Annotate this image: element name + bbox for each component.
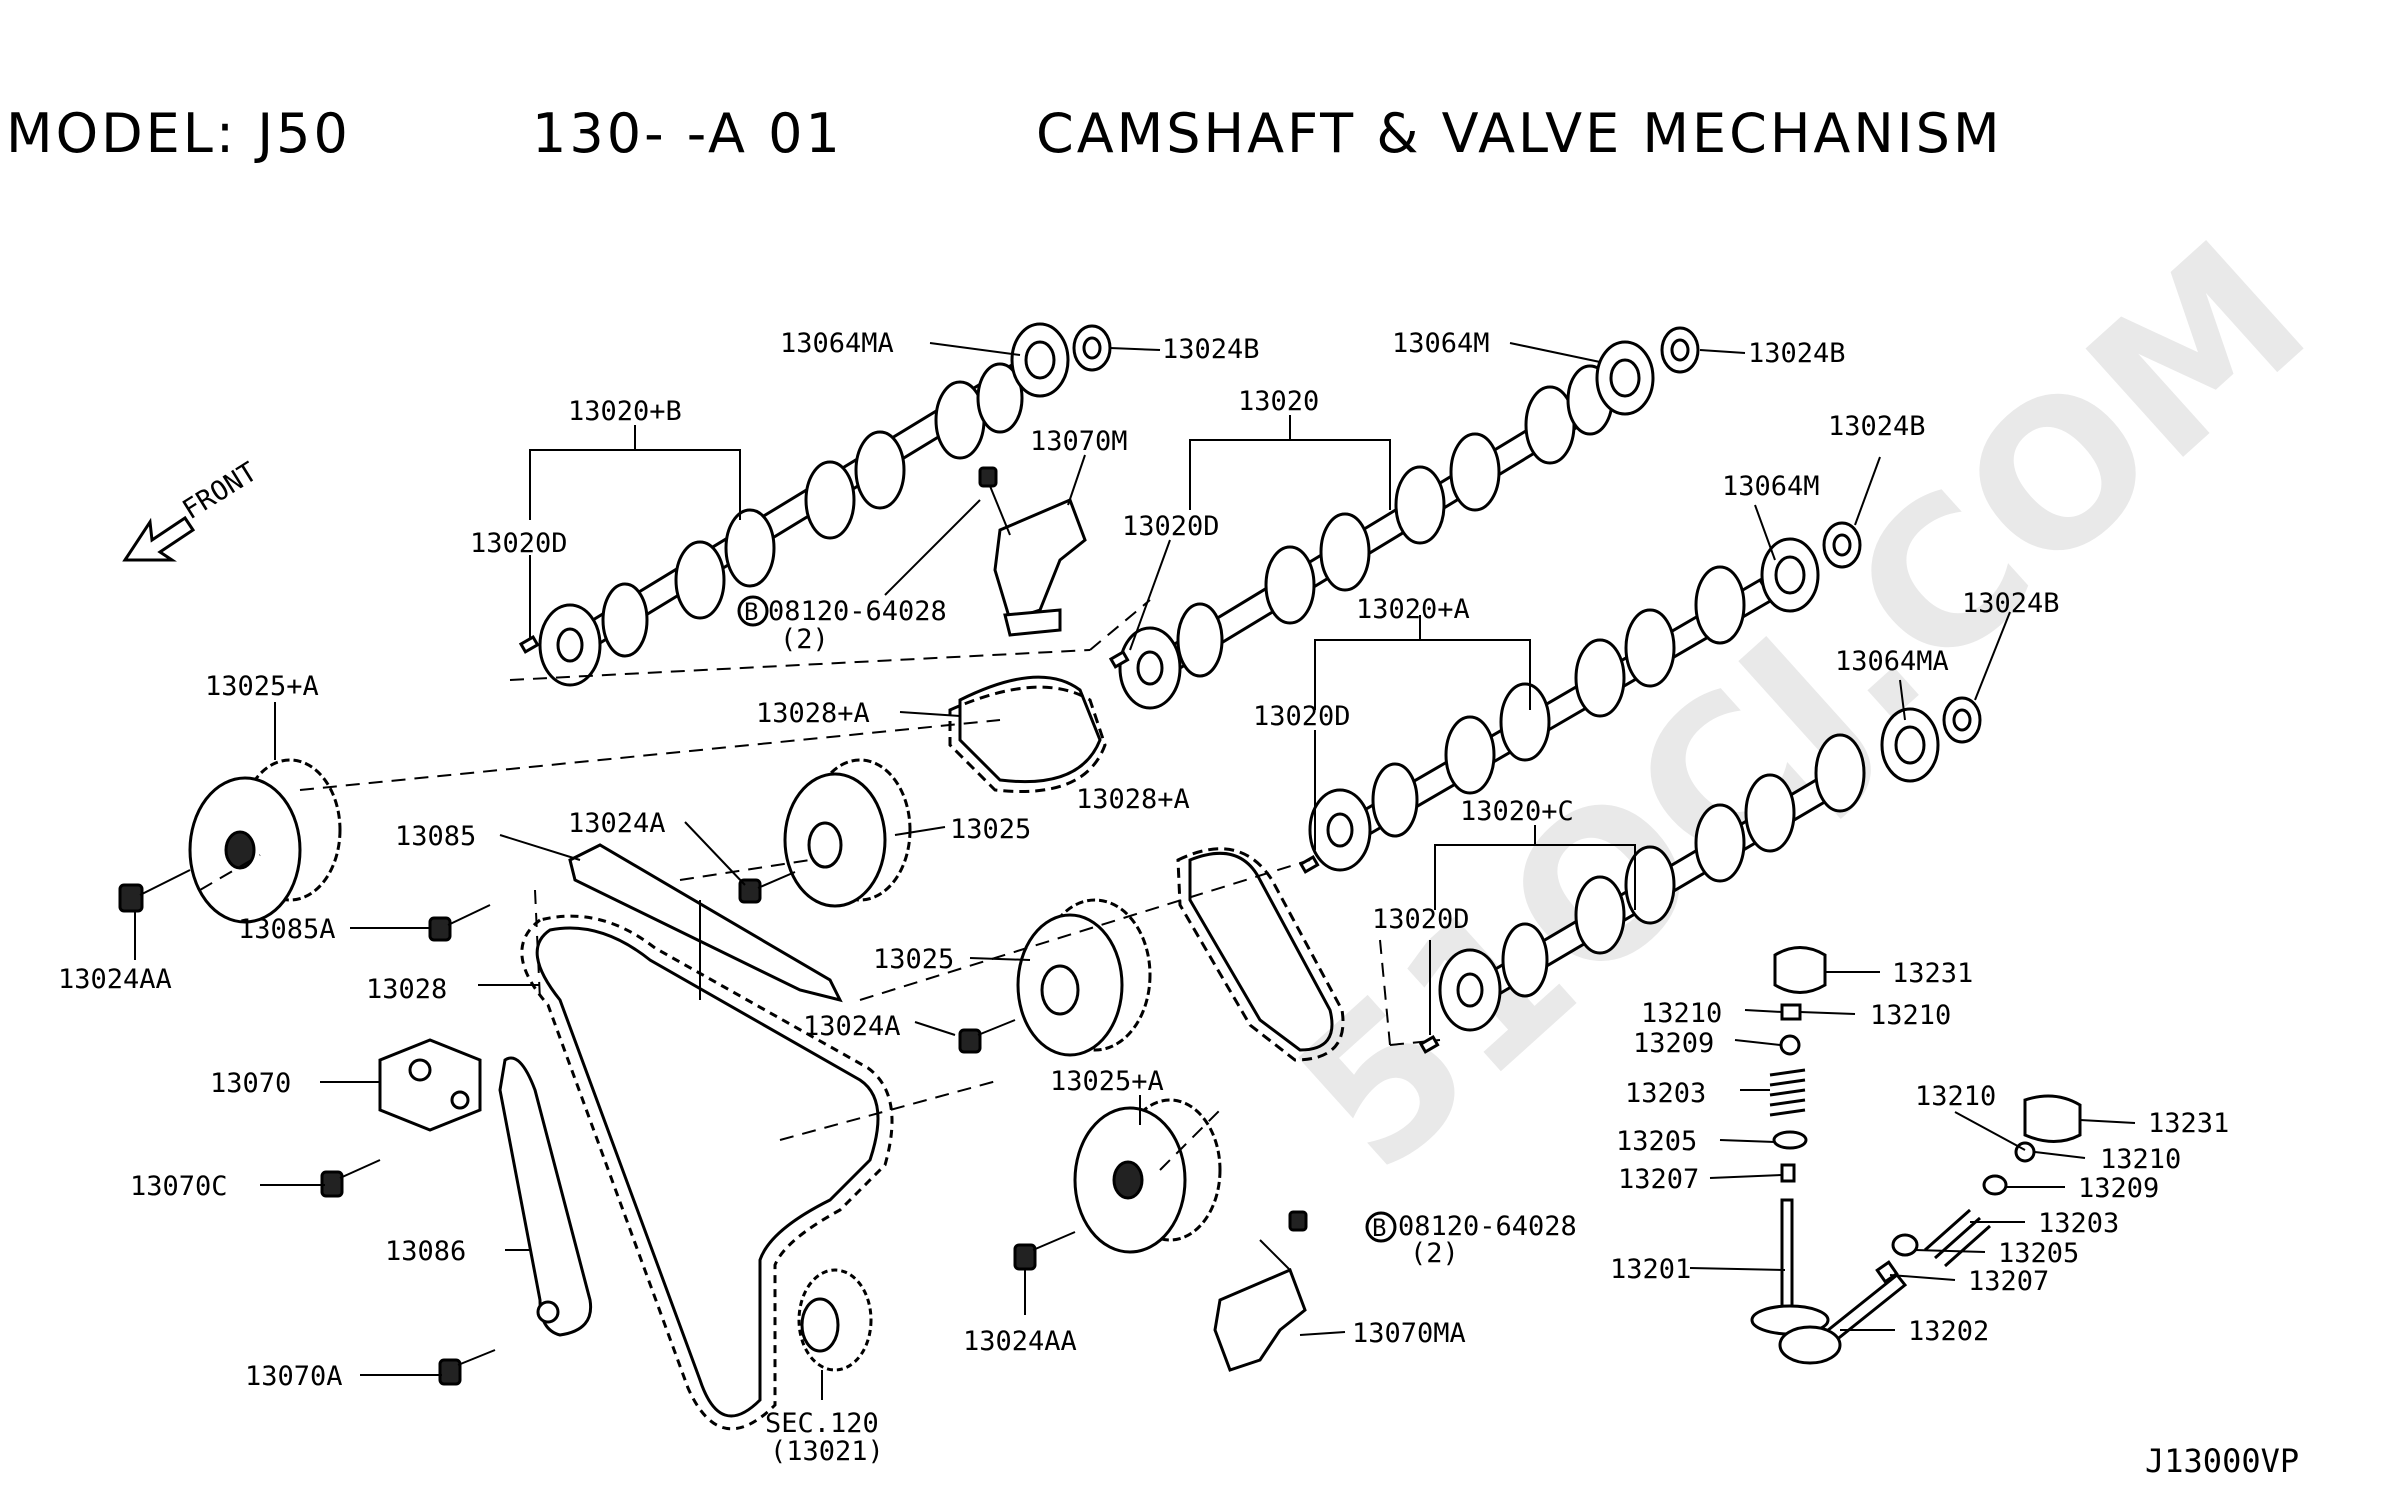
- front-arrow-icon: [122, 515, 196, 562]
- cam-sensor-ring-13064m-top: [1595, 340, 1655, 416]
- label-13070c: 13070C: [130, 1171, 228, 1202]
- label-13210-4: 13210: [2100, 1144, 2181, 1175]
- sprocket-13025-2: [1016, 898, 1152, 1057]
- label-13020-c: 13020+C: [1460, 796, 1574, 827]
- label-13064ma-mid: 13064MA: [1835, 646, 1949, 677]
- label-13028-a-1: 13028+A: [756, 698, 870, 729]
- label-08120-2-qty: (2): [1410, 1238, 1459, 1269]
- tensioner-13070ma: [1213, 1239, 1307, 1372]
- washer-13024b-2: [1660, 326, 1700, 374]
- label-13210-3: 13210: [1915, 1081, 1996, 1112]
- label-08120-1-qty: (2): [780, 624, 829, 655]
- dowel-pins-13020d: [518, 634, 1440, 1054]
- section-code: 130- -A 01: [532, 102, 843, 165]
- bolts: [118, 466, 1308, 1386]
- label-13203-1: 13203: [1625, 1078, 1706, 1109]
- label-13201: 13201: [1610, 1254, 1691, 1285]
- label-13024b-2: 13024B: [1748, 338, 1846, 369]
- label-13210-2: 13210: [1870, 1000, 1951, 1031]
- label-13203-2: 13203: [2038, 1208, 2119, 1239]
- crank-sprocket-sec120: [797, 1268, 873, 1372]
- label-13085a: 13085A: [238, 914, 336, 945]
- sprocket-13025-a-2: [1073, 1098, 1222, 1254]
- alignment-lines: [199, 599, 1441, 1171]
- chain-guide-13085: [568, 843, 843, 1003]
- svg-text:B: B: [1372, 1214, 1386, 1242]
- bolt-marker-b-2: B: [1365, 1211, 1397, 1243]
- label-13070m: 13070M: [1030, 426, 1128, 457]
- tensioner-arm-13086: [498, 1056, 593, 1337]
- label-13024aa-1: 13024AA: [58, 964, 172, 995]
- valve-train-1: [1750, 946, 1830, 1336]
- leader-lines: [134, 342, 2136, 1400]
- bolt-marker-b-1: B: [737, 595, 769, 627]
- label-13024a-2: 13024A: [803, 1011, 901, 1042]
- page-title: CAMSHAFT & VALVE MECHANISM: [1036, 102, 2003, 165]
- cam-sensor-ring-13064ma-top: [1010, 322, 1070, 398]
- label-13086: 13086: [385, 1236, 466, 1267]
- label-13070: 13070: [210, 1068, 291, 1099]
- label-13205-1: 13205: [1616, 1126, 1697, 1157]
- label-13231-1: 13231: [1892, 958, 1973, 989]
- label-13024a-1: 13024A: [568, 808, 666, 839]
- sprocket-13025-a-1: [188, 758, 342, 924]
- label-13025-a-2: 13025+A: [1050, 1066, 1164, 1097]
- label-sec120-sub: (13021): [770, 1436, 884, 1467]
- label-13020-a: 13020+A: [1356, 594, 1470, 625]
- label-13064m-top: 13064M: [1392, 328, 1490, 359]
- front-label: FRONT: [177, 457, 262, 526]
- label-13205-2: 13205: [1998, 1238, 2079, 1269]
- cam-sensor-ring-13064m-mid: [1760, 537, 1820, 613]
- label-13024b-1: 13024B: [1162, 334, 1260, 365]
- label-13020d-3: 13020D: [1253, 701, 1351, 732]
- label-13020-b: 13020+B: [568, 396, 682, 427]
- label-13231-2: 13231: [2148, 1108, 2229, 1139]
- label-13064ma-top: 13064MA: [780, 328, 894, 359]
- label-13025-a-1: 13025+A: [205, 671, 319, 702]
- svg-text:B: B: [744, 598, 758, 626]
- label-sec120: SEC.120: [765, 1408, 879, 1439]
- label-13024aa-2: 13024AA: [963, 1326, 1077, 1357]
- washer-13024b-4: [1942, 696, 1982, 744]
- valve-train-2: [1778, 1094, 2082, 1365]
- camshaft-13020: [1118, 364, 1625, 710]
- label-13024b-4: 13024B: [1962, 588, 2060, 619]
- sprocket-13025-1: [783, 758, 912, 908]
- label-13085: 13085: [395, 821, 476, 852]
- cam-sensor-ring-13064ma-mid: [1880, 707, 1940, 783]
- label-13020d-2: 13020D: [1122, 511, 1220, 542]
- label-13202: 13202: [1908, 1316, 1989, 1347]
- label-13210-1: 13210: [1641, 998, 1722, 1029]
- label-13207-2: 13207: [1968, 1266, 2049, 1297]
- label-13028: 13028: [366, 974, 447, 1005]
- label-13025-2: 13025: [873, 944, 954, 975]
- label-13070a: 13070A: [245, 1361, 343, 1392]
- label-13028-a-2: 13028+A: [1076, 784, 1190, 815]
- model-label: MODEL: J50: [6, 102, 351, 165]
- part-labels: 13064MA 13024B 13064M 13024B 13020+B 130…: [58, 328, 2229, 1467]
- chain-13028-a-1: [948, 675, 1107, 794]
- label-13070ma: 13070MA: [1352, 1318, 1466, 1349]
- label-08120-1: 08120-64028: [768, 596, 947, 627]
- timing-chain-13028: [520, 914, 894, 1431]
- label-13209-2: 13209: [2078, 1173, 2159, 1204]
- label-13024b-3: 13024B: [1828, 411, 1926, 442]
- label-13020d-4: 13020D: [1372, 904, 1470, 935]
- label-13064m-mid: 13064M: [1722, 471, 1820, 502]
- label-13207-1: 13207: [1618, 1164, 1699, 1195]
- camshaft-13020-c: [1438, 733, 1866, 1032]
- label-13025-1: 13025: [950, 814, 1031, 845]
- chain-13028-a-2: [1176, 847, 1345, 1062]
- chain-tensioner-13070: [378, 1038, 482, 1132]
- tensioner-13070m: [993, 498, 1087, 637]
- figure-code: J13000VP: [2145, 1442, 2299, 1480]
- label-13020: 13020: [1238, 386, 1319, 417]
- camshaft-13020-b: [538, 357, 1035, 687]
- washer-13024b-1: [1072, 324, 1112, 372]
- label-13020d-1: 13020D: [470, 528, 568, 559]
- washer-13024b-3: [1822, 521, 1862, 569]
- label-08120-2: 08120-64028: [1398, 1211, 1577, 1242]
- label-13209-1: 13209: [1633, 1028, 1714, 1059]
